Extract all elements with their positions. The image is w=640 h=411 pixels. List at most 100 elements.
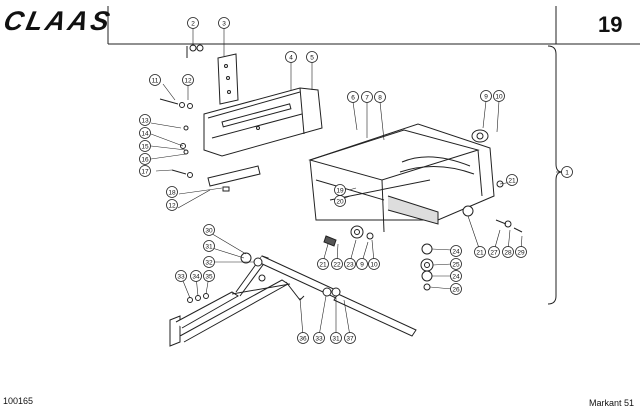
callout-label: 2 (191, 21, 195, 28)
callout-15: 15 (139, 140, 151, 152)
main-frame-body (308, 123, 504, 233)
callout-21: 21 (506, 174, 518, 186)
callout-label: 4 (289, 55, 293, 62)
callout-label: 22 (333, 262, 341, 269)
callout-35: 35 (203, 270, 215, 282)
callout-label: 32 (205, 260, 213, 267)
callout-label: 16 (141, 157, 149, 164)
callout-label: 29 (517, 250, 525, 257)
callout-20: 20 (334, 195, 346, 207)
callout-label: 9 (484, 94, 488, 101)
callout-label: 3 (222, 21, 226, 28)
callout-label: 28 (504, 250, 512, 257)
drawing-number: 100165 (3, 396, 34, 406)
callout-1: 1 (561, 166, 573, 178)
callout-23: 23 (344, 258, 356, 270)
callout-label: 23 (346, 262, 354, 269)
callout-label: 20 (336, 199, 344, 206)
callout-18: 18 (166, 186, 178, 198)
callout-14: 14 (139, 127, 151, 139)
callout-label: 15 (141, 144, 149, 151)
callout-34: 34 (190, 270, 202, 282)
callout-17: 17 (139, 165, 151, 177)
callout-30: 30 (203, 224, 215, 236)
callout-36: 36 (297, 332, 309, 344)
callout-5: 5 (306, 51, 318, 63)
callout-label: 12 (184, 78, 192, 85)
callout-label: 35 (205, 274, 213, 281)
model-name: Markant 51 (589, 398, 635, 408)
callout-37: 37 (344, 332, 356, 344)
callout-label: 24 (452, 274, 460, 281)
callout-32: 32 (203, 256, 215, 268)
callout-31: 31 (330, 332, 342, 344)
callout-label: 31 (205, 244, 213, 251)
callout-label: 14 (141, 131, 149, 138)
callout-label: 1 (565, 170, 569, 177)
rail-assembly-4-5 (203, 87, 323, 157)
callout-label: 33 (315, 336, 323, 343)
callout-label: 27 (490, 250, 498, 257)
callout-label: 13 (141, 118, 149, 125)
callout-25: 25 (450, 258, 462, 270)
callout-label: 21 (508, 178, 516, 185)
callout-label: 24 (452, 249, 460, 256)
callout-label: 5 (310, 55, 314, 62)
callout-label: 8 (378, 95, 382, 102)
callout-8: 8 (374, 91, 386, 103)
callout-10: 10 (493, 90, 505, 102)
callout-33: 33 (313, 332, 325, 344)
lower-rail (207, 165, 261, 187)
callout-12: 12 (166, 199, 178, 211)
callout-11: 11 (149, 74, 161, 86)
callout-label: 21 (319, 262, 327, 269)
callout-2: 2 (187, 17, 199, 29)
callout-6: 6 (347, 91, 359, 103)
callout-label: 26 (452, 287, 460, 294)
callout-label: 6 (351, 95, 355, 102)
callout-4: 4 (285, 51, 297, 63)
callout-26: 26 (450, 283, 462, 295)
callout-9: 9 (356, 258, 368, 270)
lower-arm-assembly (169, 252, 417, 347)
callout-label: 7 (365, 95, 369, 102)
callout-label: 37 (346, 336, 354, 343)
callout-label: 10 (495, 94, 503, 101)
callout-label: 34 (192, 274, 200, 281)
callout-label: 9 (360, 262, 364, 269)
callout-28: 28 (502, 246, 514, 258)
callout-label: 21 (476, 250, 484, 257)
callout-label: 19 (336, 188, 344, 195)
header-rule-lines (107, 6, 640, 45)
callout-24: 24 (450, 270, 462, 282)
callout-19: 19 (334, 184, 346, 196)
callout-label: 11 (152, 78, 159, 85)
callout-22: 22 (331, 258, 343, 270)
callout-label: 33 (177, 274, 185, 281)
page-number: 19 (598, 12, 623, 37)
frame-brace (547, 45, 563, 305)
callout-label: 12 (168, 203, 176, 210)
callout-12: 12 (182, 74, 194, 86)
callout-21: 21 (317, 258, 329, 270)
callout-33: 33 (175, 270, 187, 282)
callout-27: 27 (488, 246, 500, 258)
callout-label: 10 (370, 262, 378, 269)
callout-29: 29 (515, 246, 527, 258)
callout-3: 3 (218, 17, 230, 29)
callout-label: 18 (168, 190, 176, 197)
callout-7: 7 (361, 91, 373, 103)
callout-label: 25 (452, 262, 460, 269)
callout-31: 31 (203, 240, 215, 252)
callout-label: 31 (332, 336, 340, 343)
callout-16: 16 (139, 153, 151, 165)
callout-10: 10 (368, 258, 380, 270)
callout-label: 17 (141, 169, 149, 176)
callout-13: 13 (139, 114, 151, 126)
callout-label: 30 (205, 228, 213, 235)
callout-21: 21 (474, 246, 486, 258)
callout-9: 9 (480, 90, 492, 102)
brand-logo: CLAAS (0, 6, 116, 36)
